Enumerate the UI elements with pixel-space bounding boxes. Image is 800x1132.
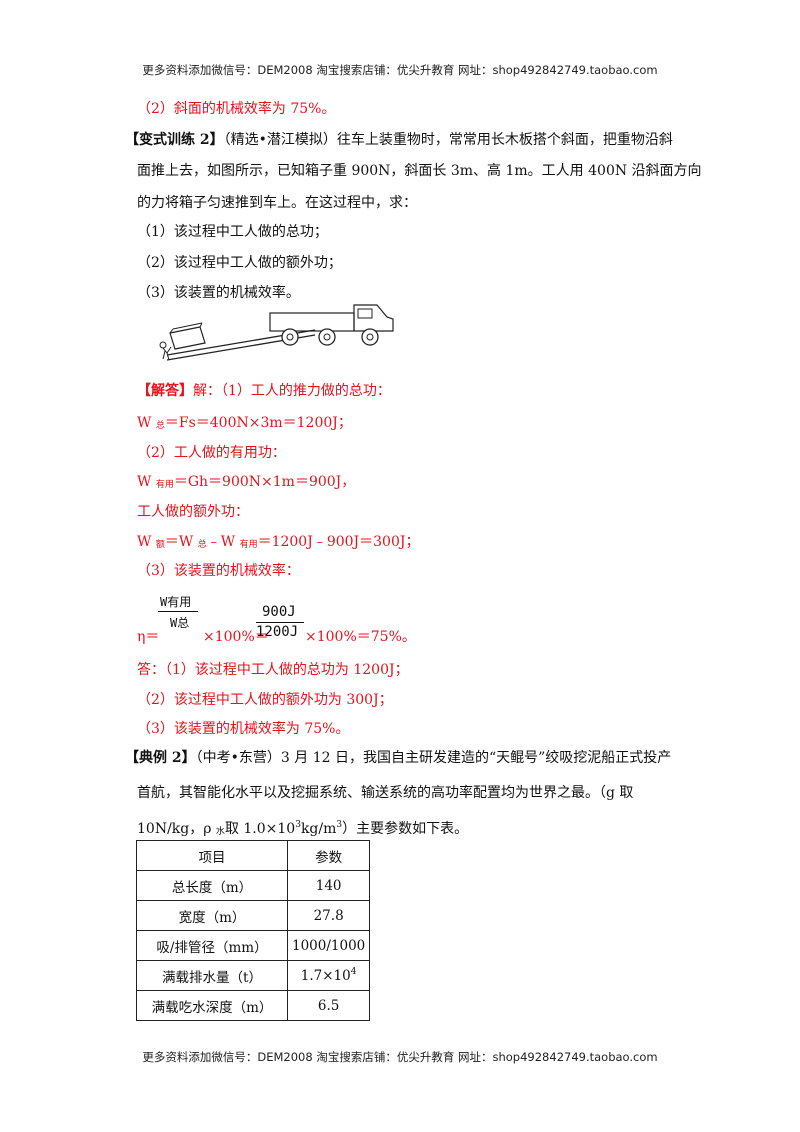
w-extra-eq: ＝1200J﹣900J＝300J； [257,534,420,550]
frac2-bar [256,622,304,623]
example-line2: 首航，其智能化水平以及挖掘系统、输送系统的高功率配置均为世界之最。（g 取 [137,785,634,801]
w-useful-line: W 有用＝Gh＝900N×1m＝900J， [137,472,355,495]
table-cell: 27.8 [286,900,371,931]
table-header: 项目 [136,840,288,871]
w-total-sub: 总 [155,421,165,431]
answer-1: （1）该过程中工人做的总功为 1200J； [165,662,409,678]
table-row: 总长度（m） 140 [136,870,371,901]
w-extra-sub: 额 [155,540,165,550]
example-l3-sub: 水 [215,827,225,837]
table-row: 宽度（m） 27.8 [136,900,371,931]
variant-line2: 面推上去，如图所示，已知箱子重 900N，斜面长 3m、高 1m。工人用 400… [137,163,702,179]
w-useful-sub: 有用 [155,480,174,490]
frac1-bar [158,611,198,612]
solution-tag: 【解答】 [137,383,193,399]
table-cell: 吸/排管径（mm） [136,930,288,961]
cell-exponent: 4 [350,967,357,977]
table-cell: 总长度（m） [136,870,288,901]
table-row: 满载排水量（t） 1.7×104 [136,960,371,991]
frac1-numerator: W有用 [160,595,192,609]
eta-prefix: η＝ [137,629,160,645]
example-tag: 【典例 2】 [125,750,196,766]
w-useful-eq: ＝Gh＝900N×1m＝900J， [173,474,356,490]
frac2-numerator: 900J [262,604,296,620]
answer-2: （2）该过程中工人做的额外功为 300J； [137,692,393,708]
question-1: （1）该过程中工人做的总功； [137,224,328,240]
table-row: 吸/排管径（mm） 1000/1000 [136,930,371,961]
prev-answer: （2）斜面的机械效率为 75%。 [137,101,336,117]
mult1: ×100%＝ [203,629,269,645]
solution-intro-text: 解：（1）工人的推力做的总功： [193,383,391,399]
frac2-denominator: 1200J [256,624,299,640]
extra-label: 工人做的额外功： [137,504,249,520]
answer-label: 答： [137,662,165,678]
variant-line3: 的力将箱子匀速推到车上。在这过程中，求： [137,195,417,211]
question-3: （3）该装置的机械效率。 [137,285,300,301]
table-header: 参数 [286,840,371,871]
mult2: ×100%＝75%。 [305,629,416,645]
example-l3-sup: 3 [295,820,301,830]
w-extra-sub2: 总 [197,540,207,550]
table-row: 满载吃水深度（m） 6.5 [136,990,371,1021]
step3: （3）该装置的机械效率： [137,563,300,579]
example-l3-sup2: 3 [336,820,343,830]
question-2: （2）该过程中工人做的额外功； [137,255,342,271]
w-extra-line: W 额＝W 总﹣W 有用＝1200J﹣900J＝300J； [137,532,420,555]
table-cell: 1000/1000 [286,930,371,961]
variant-line1: 【变式训练 2】（精选•潜江模拟）往车上装重物时，常常用长木板搭个斜面，把重物沿… [125,130,673,150]
answer-line1: 答：（1）该过程中工人做的总功为 1200J； [137,660,409,680]
w-extra-prefix: W [137,534,156,550]
solution-intro: 【解答】解：（1）工人的推力做的总功： [137,381,391,401]
answer-3: （3）该装置的机械效率为 75%。 [137,721,350,737]
w-extra-sub3: 有用 [239,540,258,550]
w-total-prefix: W [137,415,156,431]
w-total-eq: ＝Fs＝400N×3m＝1200J； [164,415,352,431]
w-extra-mid1: ＝W [164,534,198,550]
table-cell: 140 [286,870,371,901]
frac1-denominator: W总 [170,616,190,630]
table-cell: 满载吃水深度（m） [136,990,288,1021]
page-header: 更多资料添加微信号：DEM2008 淘宝搜索店铺：优尖升教育 网址：shop49… [142,63,658,77]
example-l3c: kg/m [300,821,337,837]
page-footer: 更多资料添加微信号：DEM2008 淘宝搜索店铺：优尖升教育 网址：shop49… [142,1050,658,1064]
example-line3: 10N/kg，ρ 水取 1.0×103kg/m3）主要参数如下表。 [137,815,468,842]
table-cell: 1.7×104 [286,960,371,991]
example-l3b: 取 1.0×10 [224,821,296,837]
parameter-table: 项目 参数 总长度（m） 140 宽度（m） 27.8 吸/排管径（mm） 10… [136,840,371,1021]
example-text1: （中考•东营）3 月 12 日，我国自主研发建造的“天鲲号”绞吸挖泥船正式投产 [195,750,672,766]
w-useful-prefix: W [137,474,156,490]
table-cell: 6.5 [286,990,371,1021]
example-l3a: 10N/kg，ρ [137,821,216,837]
truck-ramp-figure [159,304,394,361]
example-l3d: ）主要参数如下表。 [342,821,469,837]
variant-text1: （精选•潜江模拟）往车上装重物时，常常用长木板搭个斜面，把重物沿斜 [223,132,673,148]
variant-tag: 【变式训练 2】 [125,132,224,148]
table-header-row: 项目 参数 [136,840,371,871]
w-extra-mid2: ﹣W [206,534,240,550]
table-cell: 宽度（m） [136,900,288,931]
step2: （2）工人做的有用功： [137,445,286,461]
w-total-line: W 总＝Fs＝400N×3m＝1200J； [137,413,352,436]
cell-base: 1.7×10 [300,968,351,984]
table-cell: 满载排水量（t） [136,960,288,991]
example-line1: 【典例 2】（中考•东营）3 月 12 日，我国自主研发建造的“天鲲号”绞吸挖泥… [125,748,671,768]
